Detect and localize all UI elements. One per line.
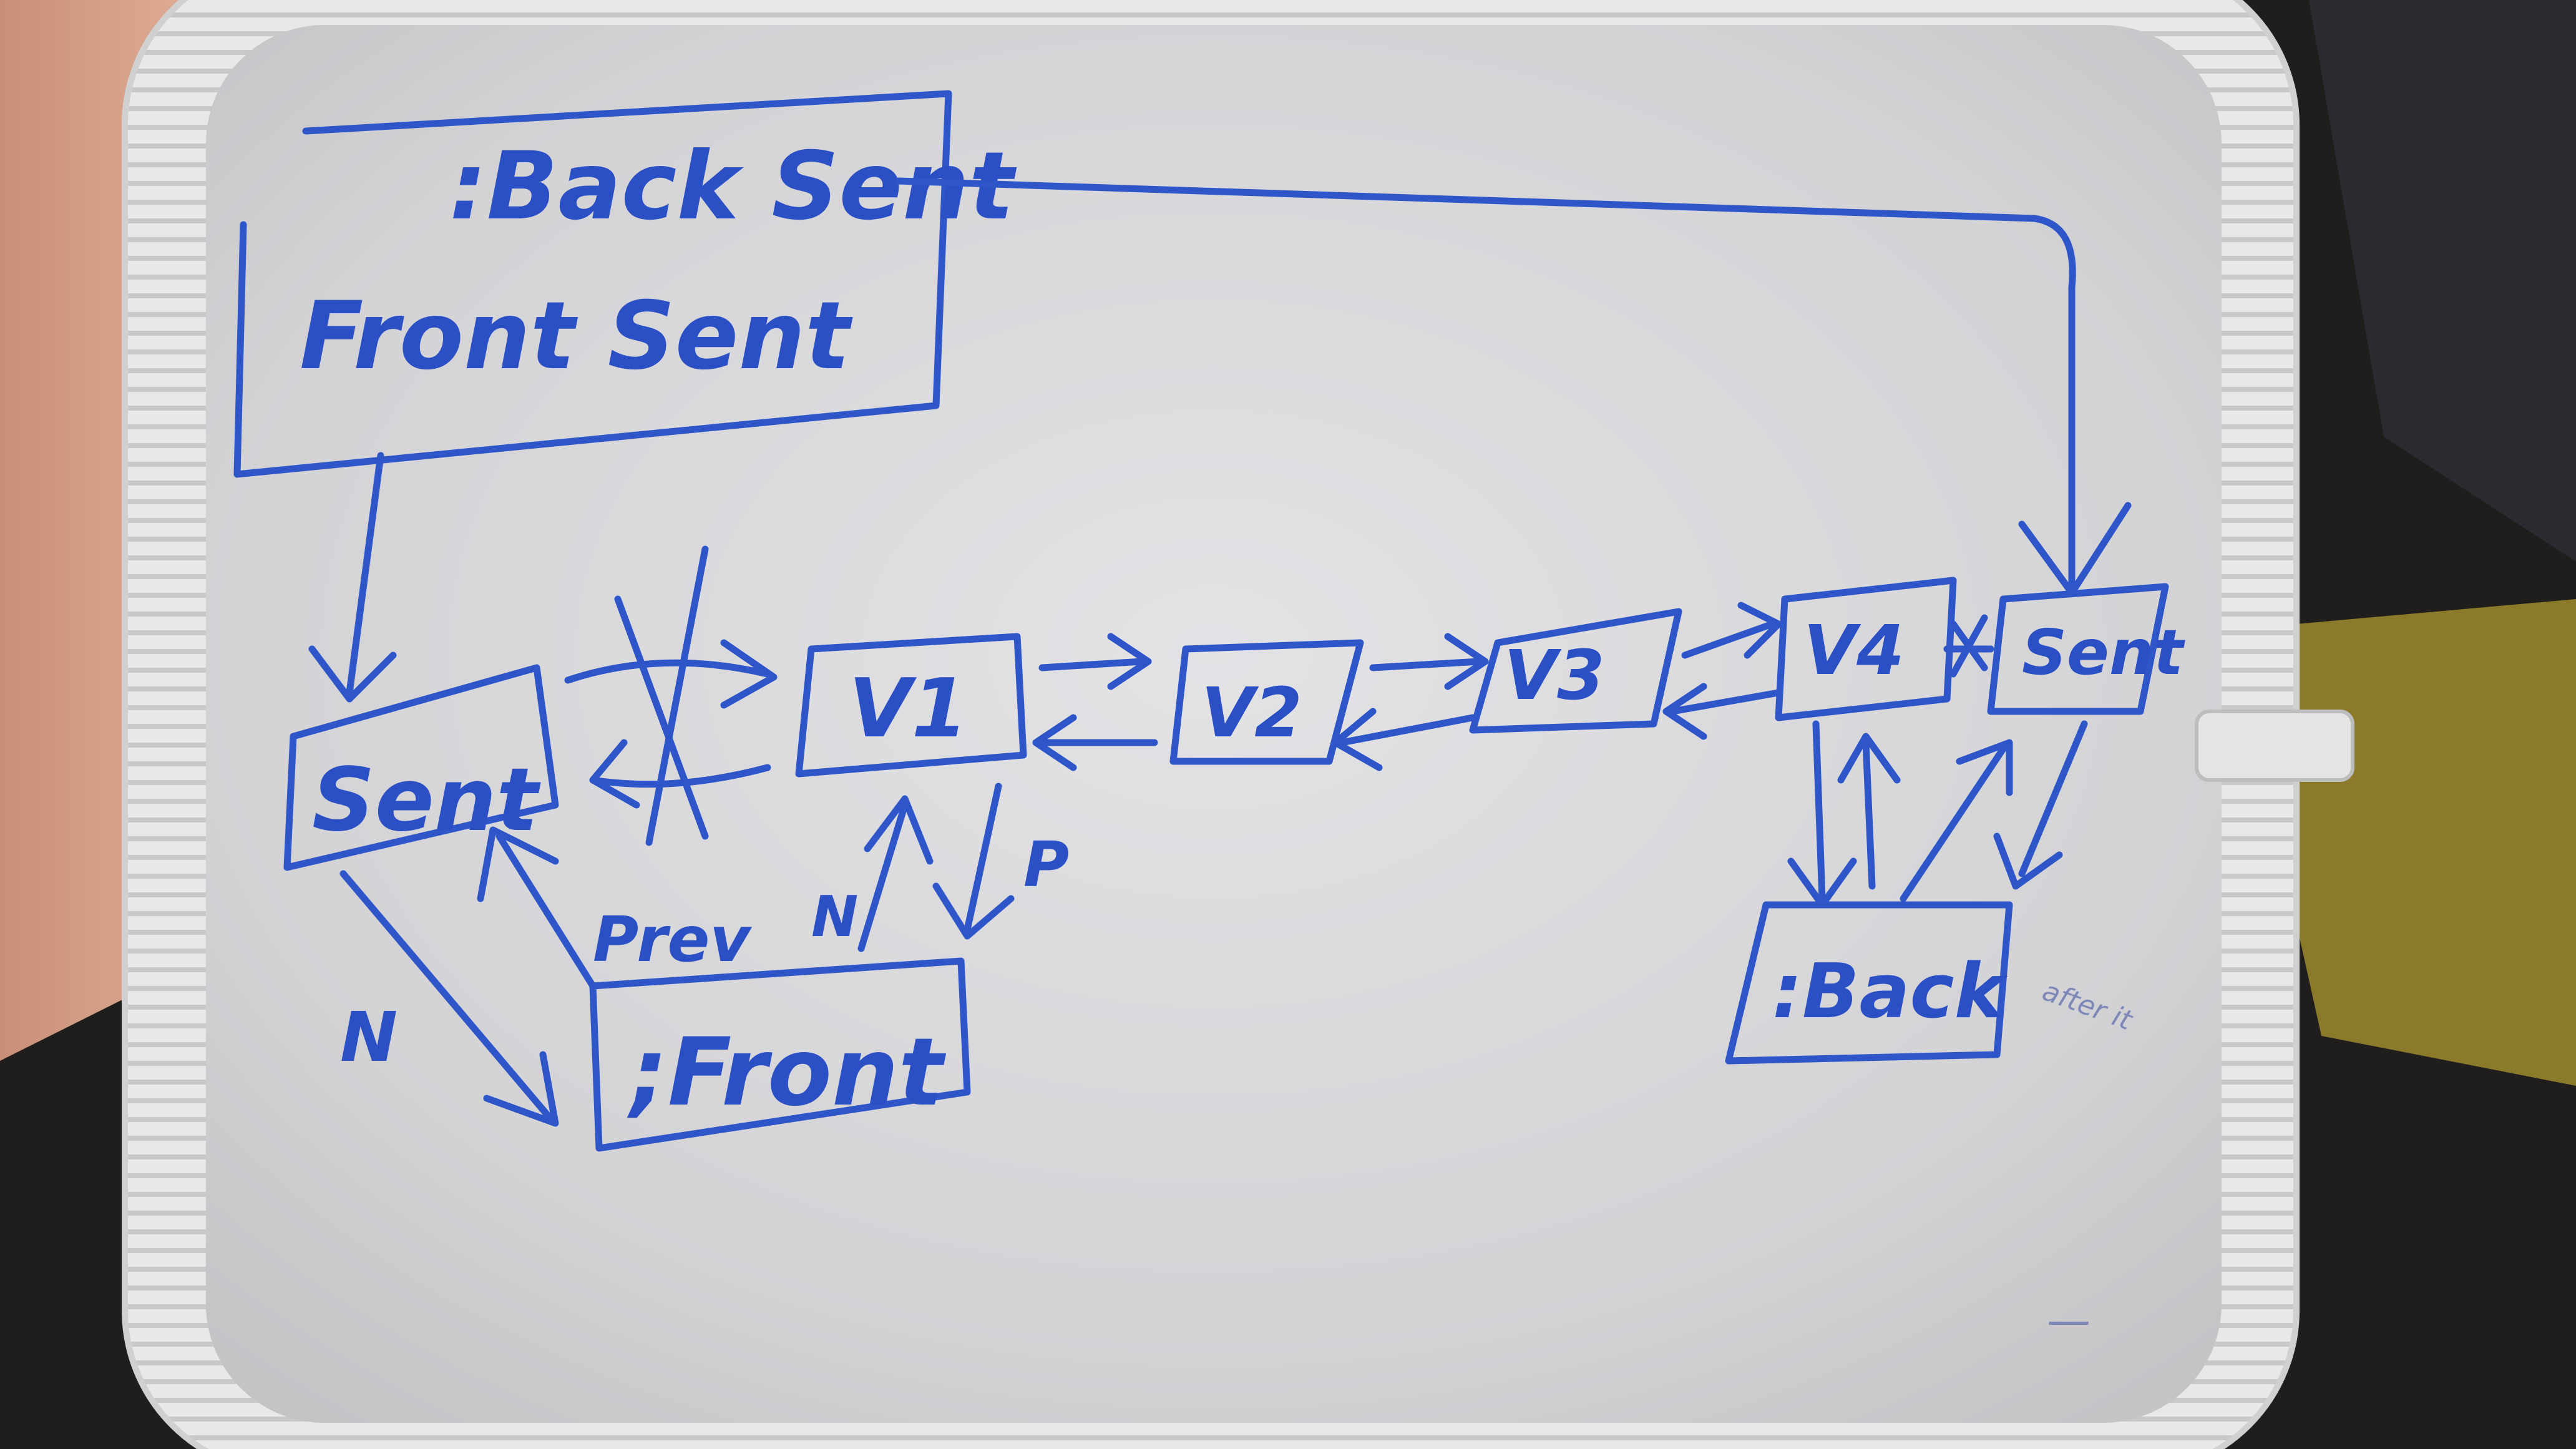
n-edge-label: N xyxy=(340,997,398,1077)
front-sent-label: Front Sent xyxy=(300,282,853,391)
front-box xyxy=(589,957,971,1152)
faint-corner-mark: — xyxy=(2047,1295,2091,1346)
v3-v4-next-arrowhead xyxy=(1737,602,1782,659)
front-label: ;Front xyxy=(627,1018,947,1127)
crossed-next-arrow xyxy=(564,659,771,684)
v2-v1-prev-arrowhead xyxy=(1032,714,1077,771)
yellow-cloth xyxy=(2271,599,2576,1086)
v3-v2-prev-arrow xyxy=(1338,714,1476,746)
v3-box xyxy=(1469,608,1682,734)
front-v1-next-arrowhead xyxy=(864,795,934,865)
back-sent-arrowhead xyxy=(1956,739,2013,796)
front-pointer-arrowhead xyxy=(308,645,397,703)
v1-v2-next-arrow xyxy=(1038,658,1146,671)
v4-box xyxy=(1775,577,1957,721)
v3-v2-prev-arrowhead xyxy=(1332,708,1383,771)
v1-label: V1 xyxy=(849,661,968,756)
crossed-prev-arrowhead xyxy=(589,739,640,809)
sent-left-box xyxy=(283,664,559,871)
v3-label: V3 xyxy=(1504,635,1605,715)
cross-out-mark xyxy=(614,545,709,846)
prev-edge-label: Prev xyxy=(593,903,752,976)
dark-chair xyxy=(2309,0,2576,562)
v4-back-arrowhead xyxy=(1787,857,1857,909)
sent-front-next-arrow xyxy=(339,870,553,1121)
v2-label: V2 xyxy=(1201,673,1302,753)
v4-v3-prev-arrow xyxy=(1669,689,1782,715)
sent-front-next-arrowhead xyxy=(483,1051,559,1127)
sentinel-box xyxy=(233,90,952,478)
p-edge-label: P xyxy=(1023,828,1069,901)
v4-label: V4 xyxy=(1803,610,1905,690)
sent-back-arrow xyxy=(2018,720,2088,877)
v2-v3-next-arrow xyxy=(1369,658,1483,671)
back-label: :Back xyxy=(1772,949,2008,1035)
back-sent-arrow xyxy=(1900,745,2007,902)
v3-v4-next-arrow xyxy=(1681,620,1776,659)
whiteboard-surface xyxy=(206,25,2222,1423)
v4-back-arrow xyxy=(1812,720,1826,902)
front-v1-next-arrow xyxy=(857,801,909,952)
sent-right-label: Sent xyxy=(2022,616,2185,689)
v4-v3-prev-arrowhead xyxy=(1662,683,1707,740)
back-sent-label: :Back Sent xyxy=(449,132,1017,241)
v1-box xyxy=(795,633,1027,778)
front-sent-prev-arrowhead xyxy=(477,826,559,902)
v1-front-p-arrowhead xyxy=(932,882,1015,940)
back-v4-arrow xyxy=(1862,739,1876,890)
v1-v2-next-arrowhead xyxy=(1107,633,1152,690)
back-v4-arrowhead xyxy=(1837,733,1901,784)
crossed-next-arrowhead xyxy=(720,639,778,709)
v2-v3-next-arrowhead xyxy=(1444,633,1489,690)
back-box xyxy=(1725,901,2013,1065)
scribble-mark xyxy=(1943,614,1994,678)
board-clip xyxy=(2195,710,2354,782)
n-up-edge-label: N xyxy=(811,884,858,950)
v2-box xyxy=(1169,639,1364,765)
back-pointer-arrow xyxy=(895,177,2076,590)
front-sent-prev-arrow xyxy=(495,832,597,990)
front-pointer-arrow xyxy=(346,452,384,696)
sent-right-box xyxy=(1987,583,2169,715)
sent-back-arrowhead xyxy=(1993,832,2063,890)
v1-front-p-arrow xyxy=(964,783,1002,934)
crossed-prev-arrow xyxy=(589,764,771,788)
